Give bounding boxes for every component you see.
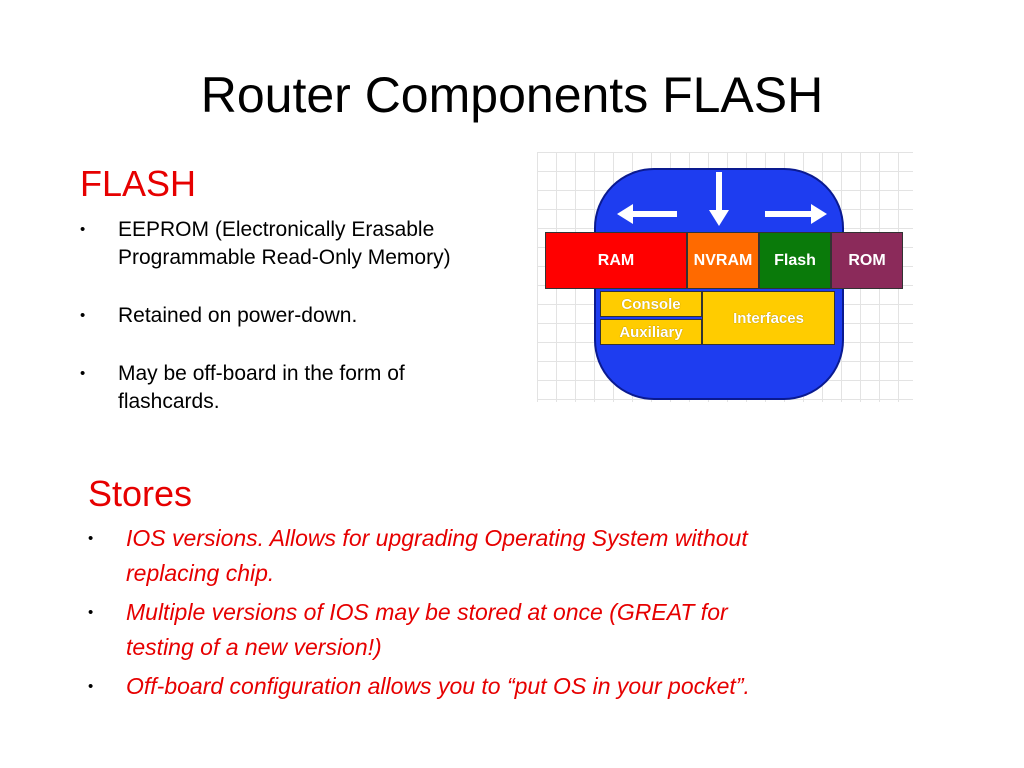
bullet-icon: • (88, 678, 94, 695)
flash-bullet-list: • EEPROM (Electronically Erasable Progra… (80, 216, 530, 416)
bullet-text-line: Retained on power-down. (118, 304, 358, 327)
list-item: • Retained on power-down. (80, 302, 530, 330)
bullet-text-line: testing of a new version!) (126, 634, 382, 660)
bullet-text-line: Off-board configuration allows you to “p… (126, 673, 750, 699)
bullet-text-line: Multiple versions of IOS may be stored a… (126, 599, 728, 625)
auxiliary-block: Auxiliary (600, 319, 702, 345)
memory-blocks-row: RAM NVRAM Flash ROM (545, 232, 903, 289)
bullet-icon: • (88, 604, 94, 621)
arrows-icon (617, 172, 827, 226)
flash-heading: FLASH (80, 163, 197, 204)
bullet-icon: • (80, 221, 86, 238)
list-item: • EEPROM (Electronically Erasable Progra… (80, 216, 530, 272)
list-item: • May be off-board in the form of flashc… (80, 360, 530, 416)
stores-bullet-list: • IOS versions. Allows for upgrading Ope… (88, 521, 968, 704)
slide-title: Router Components FLASH (200, 67, 824, 123)
io-ports: Console Auxiliary (600, 291, 702, 345)
flash-label: Flash (774, 251, 816, 269)
stores-heading: Stores (88, 473, 193, 514)
bullet-text-line: Programmable Read-Only Memory) (118, 246, 451, 269)
list-item: • Multiple versions of IOS may be stored… (88, 595, 968, 665)
router-diagram: RAM NVRAM Flash ROM Console Auxiliary In… (537, 152, 913, 402)
list-item: • IOS versions. Allows for upgrading Ope… (88, 521, 968, 591)
bullet-text-line: EEPROM (Electronically Erasable (118, 218, 435, 241)
rom-label: ROM (848, 251, 886, 269)
bullet-text-line: May be off-board in the form of (118, 362, 405, 385)
bullet-text-line: IOS versions. Allows for upgrading Opera… (126, 525, 748, 551)
flash-block: Flash (759, 232, 831, 289)
bullet-icon: • (80, 365, 86, 382)
bullet-text-line: replacing chip. (126, 560, 275, 586)
rom-block: ROM (831, 232, 903, 289)
nvram-block: NVRAM (687, 232, 759, 289)
nvram-label: NVRAM (693, 251, 753, 269)
bullet-icon: • (88, 530, 94, 547)
bullet-icon: • (80, 307, 86, 324)
list-item: • Off-board configuration allows you to … (88, 669, 968, 704)
bullet-text-line: flashcards. (118, 390, 220, 413)
console-block: Console (600, 291, 702, 317)
interfaces-block: Interfaces (702, 291, 835, 345)
ram-label: RAM (597, 251, 635, 269)
ram-block: RAM (545, 232, 687, 289)
